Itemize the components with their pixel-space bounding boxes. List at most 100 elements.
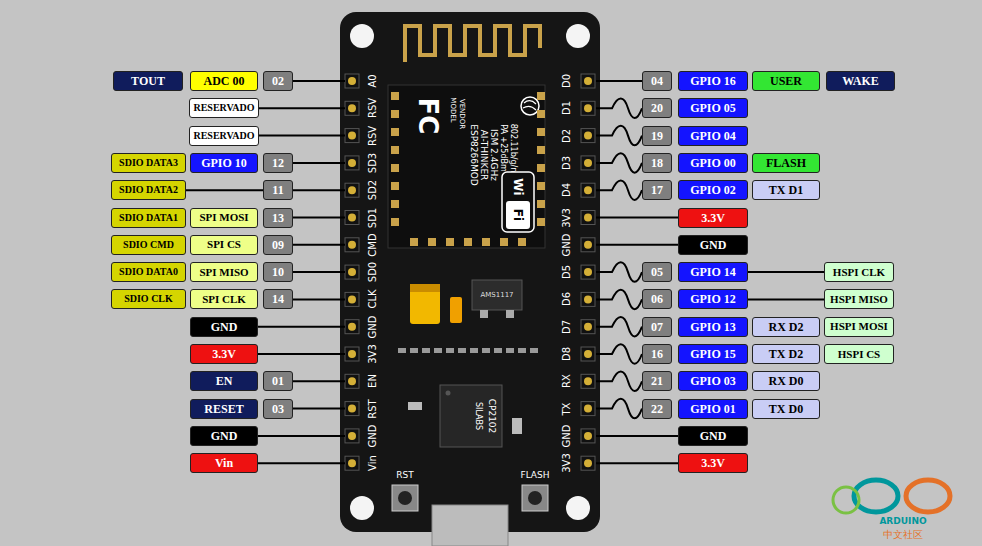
module-pad — [391, 92, 399, 100]
power-label: Vin — [190, 453, 258, 473]
silkscreen-pin-name: RSV — [368, 98, 378, 118]
header-pin — [581, 374, 595, 388]
pin-hole — [584, 459, 592, 467]
pin-number-box: 14 — [263, 289, 293, 309]
button-name: FLASH — [520, 471, 549, 480]
mount-hole — [566, 24, 590, 48]
header-pin — [581, 402, 595, 416]
wifi-text: Wi — [512, 178, 524, 195]
ground-label: GND — [678, 426, 748, 446]
pin-hole — [348, 405, 356, 413]
header-pin — [581, 129, 595, 143]
watermark-logo — [854, 480, 898, 512]
header-pins — [345, 74, 595, 470]
header-pin — [581, 429, 595, 443]
box-text: GPIO 04 — [690, 130, 736, 142]
box-text: GND — [211, 430, 238, 442]
function-label: WAKE — [826, 71, 895, 91]
silkscreen-pin-name: 3V3 — [562, 208, 572, 228]
smd-part — [512, 418, 522, 434]
header-pin — [581, 238, 595, 252]
pin-number-box: 06 — [642, 289, 672, 309]
box-text: FLASH — [766, 157, 806, 169]
silkscreen-pin-name: GND — [562, 424, 572, 447]
box-text: 02 — [272, 75, 284, 87]
regulator-leg — [506, 310, 514, 318]
box-text: GPIO 14 — [690, 266, 736, 278]
header-pin — [581, 347, 595, 361]
pin-number-box: 18 — [642, 153, 672, 173]
box-text: 3.3V — [701, 457, 725, 469]
fcc-mark: FC — [415, 98, 441, 135]
smd-part — [458, 348, 466, 353]
gpio-label: GPIO 13 — [678, 317, 748, 337]
spi-label: SPI MISO — [190, 262, 258, 282]
pin-hole — [348, 323, 356, 331]
box-text: 14 — [272, 293, 284, 305]
box-text: GND — [700, 239, 727, 251]
header-pin — [345, 429, 359, 443]
button-cap — [398, 491, 412, 505]
header-pin — [345, 156, 359, 170]
wifi-text: Fi — [512, 209, 524, 221]
spi-label: SPI MOSI — [190, 208, 258, 228]
header-pin — [581, 101, 595, 115]
box-text: 3.3V — [212, 348, 236, 360]
header-pin — [345, 183, 359, 197]
box-text: SDIO DATA2 — [119, 185, 178, 195]
sdio-label: SDIO DATA0 — [111, 262, 186, 282]
uart-label: TX D2 — [752, 344, 820, 364]
box-text: RESERVADO — [193, 131, 254, 141]
box-text: GPIO 01 — [690, 403, 736, 415]
power-label: 3.3V — [190, 344, 258, 364]
silkscreen-pin-name: D3 — [562, 156, 572, 170]
leader-line — [596, 217, 678, 219]
box-text: TX D0 — [769, 403, 803, 415]
header-pin — [345, 238, 359, 252]
box-text: GPIO 13 — [690, 321, 736, 333]
module-pad — [391, 110, 399, 118]
silkscreen-pin-name: GND — [368, 315, 378, 338]
pin-number-box: 17 — [642, 180, 672, 200]
pin-hole — [584, 186, 592, 194]
header-pin — [581, 211, 595, 225]
leader-line — [596, 153, 642, 173]
box-text: 03 — [272, 403, 284, 415]
module-text: ESP8266MOD — [469, 124, 478, 186]
leader-line — [596, 244, 678, 246]
esp-module — [388, 85, 545, 248]
box-text: SPI MISO — [199, 267, 248, 278]
pin-number-box: 22 — [642, 399, 672, 419]
smd-part — [470, 348, 478, 353]
flash-button — [522, 485, 548, 511]
button-cap — [528, 491, 542, 505]
ground-label: GND — [678, 235, 748, 255]
gpio-label: GPIO 14 — [678, 262, 748, 282]
smd-part — [506, 348, 514, 353]
gpio-label: GPIO 16 — [678, 71, 748, 91]
function-label: RESET — [190, 399, 258, 419]
pin-hole — [348, 459, 356, 467]
pin-number-box: 12 — [263, 153, 293, 173]
header-pin — [345, 347, 359, 361]
pin-hole — [584, 132, 592, 140]
ground-label: GND — [190, 317, 258, 337]
pin-number-box: 07 — [642, 317, 672, 337]
pin-number-box: 20 — [642, 98, 672, 118]
spi-label: SPI CS — [190, 235, 258, 255]
espressif-logo — [521, 97, 539, 115]
silkscreen-pin-name: SD3 — [368, 153, 378, 173]
module-pad — [391, 200, 399, 208]
silkscreen-pin-name: D1 — [562, 101, 572, 115]
box-text: GPIO 05 — [690, 102, 736, 114]
function-label: EN — [190, 371, 258, 391]
leader-line — [596, 99, 642, 119]
box-text: 04 — [651, 75, 663, 87]
pin-hole — [348, 104, 356, 112]
pin-number-box: 04 — [642, 71, 672, 91]
silkscreen-pin-name: SD0 — [368, 262, 378, 282]
smd-part — [446, 348, 454, 353]
box-text: SDIO CMD — [123, 240, 174, 250]
gpio-label: GPIO 12 — [678, 289, 748, 309]
